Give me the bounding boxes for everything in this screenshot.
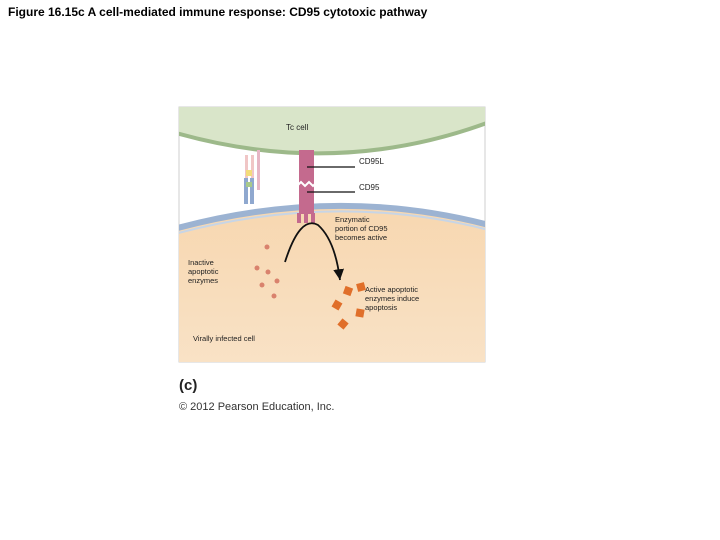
cd95-receptor-complex	[296, 150, 317, 223]
label-cd95: CD95	[359, 183, 380, 192]
enzymatic-portion	[297, 213, 301, 223]
active-enzymes	[331, 282, 366, 330]
label-tc-cell: Tc cell	[286, 123, 308, 132]
label-enzymatic-2: portion of CD95	[335, 224, 388, 233]
label-active-2: enzymes induce	[365, 294, 419, 303]
figure-title: Figure 16.15c A cell-mediated immune res…	[8, 5, 428, 19]
label-active-1: Active apoptotic	[365, 285, 418, 294]
tc-cell-membrane	[179, 121, 485, 156]
label-enzymatic-3: becomes active	[335, 233, 387, 242]
label-inactive-2: apoptotic	[188, 267, 219, 276]
label-inactive-3: enzymes	[188, 276, 218, 285]
panel-label: (c)	[179, 377, 198, 394]
infected-cell-membrane	[179, 202, 485, 231]
activation-arrow	[284, 222, 345, 281]
label-cd95l: CD95L	[359, 157, 384, 166]
label-virally-infected-cell: Virally infected cell	[193, 334, 255, 343]
tc-cell	[179, 107, 485, 154]
copyright-notice: © 2012 Pearson Education, Inc.	[179, 401, 335, 413]
cd95-receptor	[299, 186, 314, 214]
cd95l-ligand	[299, 150, 314, 186]
label-inactive-1: Inactive	[188, 258, 214, 267]
inactive-enzymes	[254, 244, 280, 299]
label-enzymatic-1: Enzymatic	[335, 215, 370, 224]
label-active-3: apoptosis	[365, 303, 397, 312]
other-membrane-receptors	[244, 150, 260, 204]
virally-infected-cell	[179, 205, 485, 362]
